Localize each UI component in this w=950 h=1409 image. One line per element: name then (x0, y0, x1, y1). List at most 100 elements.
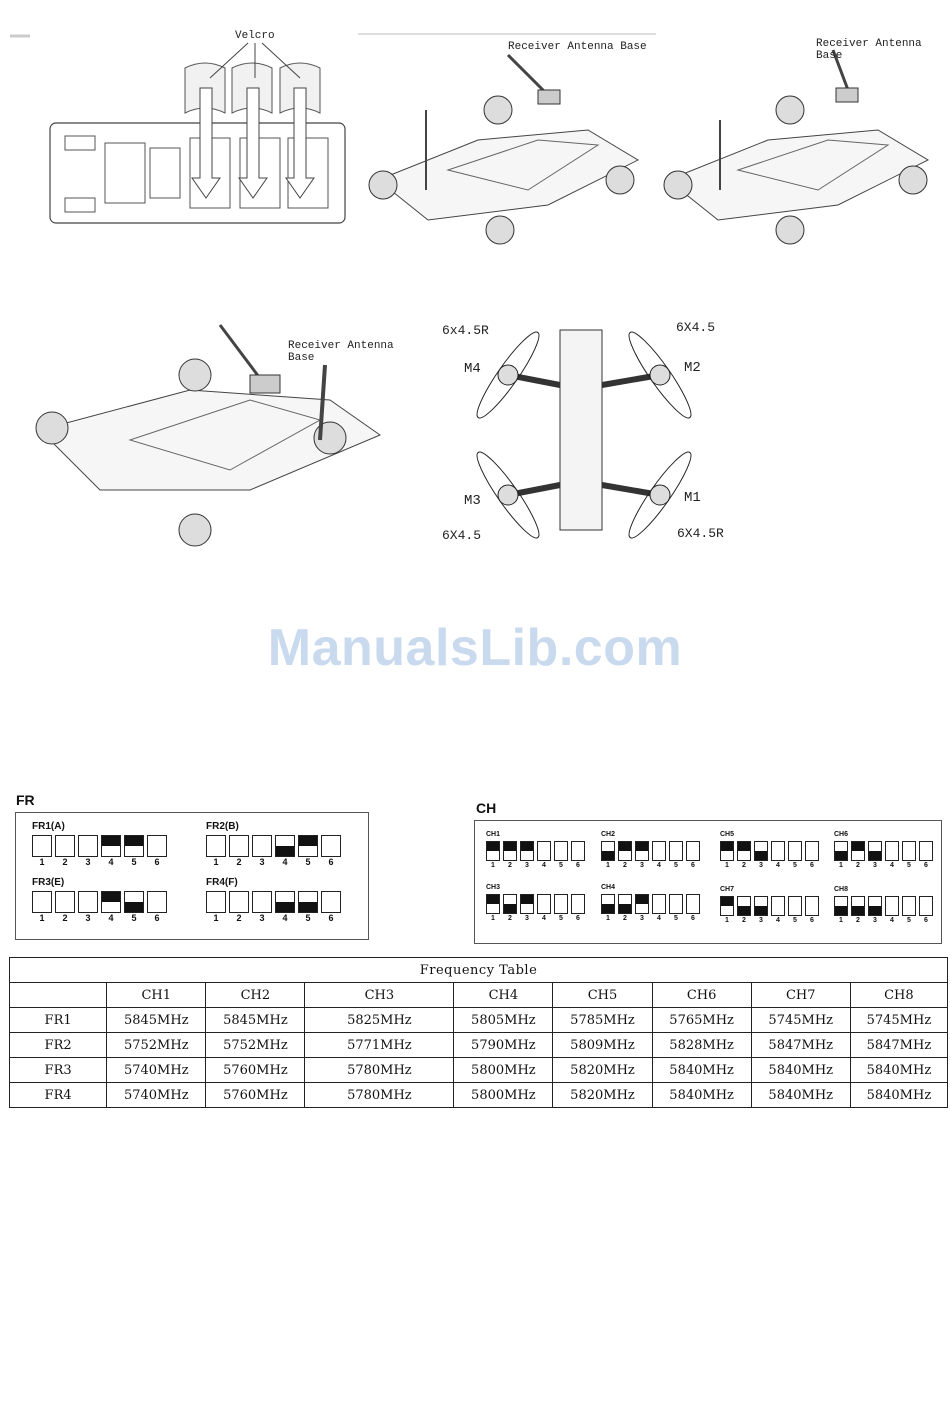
dip-switch-row (834, 841, 933, 861)
dip-group-title: CH5 (720, 831, 735, 838)
m3-label: M3 (464, 493, 481, 509)
frame-plate-drawing (10, 34, 346, 224)
dip-switch (635, 894, 649, 914)
dip-switch (252, 891, 272, 913)
dip-switch (537, 841, 551, 861)
dip-switch-row (206, 891, 341, 913)
dip-number: 6 (924, 862, 928, 869)
dip-switch (868, 896, 882, 916)
row-header-cell: FR3 (8, 1057, 108, 1083)
table-cell: 5780MHz (304, 1082, 455, 1108)
dip-switch (601, 841, 615, 861)
dip-switch (321, 835, 341, 857)
dip-switch (55, 835, 75, 857)
dip-switch (537, 894, 551, 914)
antenna-label-2: Receiver Antenna Base (816, 38, 922, 62)
dip-switch (669, 841, 683, 861)
dip-number: 4 (776, 917, 780, 924)
table-cell: 5809MHz (552, 1032, 653, 1058)
dip-number: 6 (810, 917, 814, 924)
dip-number: 4 (890, 917, 894, 924)
dip-switch (101, 891, 121, 913)
dip-switch-knob (755, 851, 767, 860)
table-cell: 5745MHz (750, 1007, 851, 1033)
dip-number: 2 (623, 862, 627, 869)
dip-switch-knob (738, 842, 750, 851)
velcro-label: Velcro (235, 30, 275, 42)
table-cell: 5840MHz (750, 1082, 851, 1108)
dip-number: 1 (39, 857, 45, 867)
dip-number: 2 (236, 913, 242, 923)
prop-layout-figure: 6x4.5R M4 6X4.5 M2 M3 6X4.5 M1 6X4.5R (430, 315, 740, 555)
dip-number: 4 (282, 857, 288, 867)
dip-number: 6 (154, 913, 160, 923)
table-header-cell: CH4 (453, 982, 554, 1008)
dip-switch-knob (504, 842, 516, 851)
table-cell: 5840MHz (849, 1082, 949, 1108)
dip-number: 3 (525, 862, 529, 869)
dip-number: 1 (725, 917, 729, 924)
dip-switch (78, 891, 98, 913)
m1-label: M1 (684, 490, 701, 506)
dip-number: 5 (131, 913, 137, 923)
dip-number: 4 (108, 913, 114, 923)
dip-number: 5 (907, 862, 911, 869)
dip-switch (720, 896, 734, 916)
table-cell: 5820MHz (552, 1057, 653, 1083)
antenna-label-1: Receiver Antenna Base (508, 41, 647, 53)
dip-switch (737, 896, 751, 916)
dip-switch (686, 894, 700, 914)
dip-number: 6 (328, 857, 334, 867)
dip-switch-row (720, 841, 819, 861)
table-cell: 5752MHz (205, 1032, 306, 1058)
dip-number: 5 (674, 915, 678, 922)
prop-layout-drawing (476, 329, 692, 539)
table-caption-row: Frequency Table (9, 957, 948, 983)
dip-number: 1 (491, 862, 495, 869)
table-cell: 5840MHz (651, 1082, 752, 1108)
table-cell: 5845MHz (205, 1007, 306, 1033)
dip-switch (206, 891, 226, 913)
dip-switch (252, 835, 272, 857)
dip-number: 1 (606, 862, 610, 869)
dip-number: 2 (508, 915, 512, 922)
table-header-cell: CH3 (304, 982, 455, 1008)
drone-drawing-3 (35, 324, 382, 547)
dip-switch-knob (299, 902, 317, 912)
table-cell: 5800MHz (453, 1057, 554, 1083)
dip-number: 3 (85, 857, 91, 867)
dip-group-title: CH4 (601, 884, 616, 891)
dip-switch-knob (869, 906, 881, 915)
dip-switch (229, 835, 249, 857)
table-cell: 5740MHz (106, 1057, 207, 1083)
row-header-cell: FR1 (8, 1007, 108, 1033)
dip-switch-knob (619, 842, 631, 851)
dip-number: 2 (623, 915, 627, 922)
dip-switch (571, 894, 585, 914)
antenna-label-3: Receiver Antenna Base (288, 340, 394, 364)
dip-switch (834, 841, 848, 861)
table-caption: Frequency Table (9, 957, 948, 983)
dip-switch-knob (602, 851, 614, 860)
dip-number: 6 (924, 917, 928, 924)
dip-switch-knob (755, 906, 767, 915)
dip-switch-row (486, 841, 585, 861)
table-cell: 5745MHz (849, 1007, 949, 1033)
drone-antenna-figure-2: Receiver Antenna Base (658, 30, 948, 250)
dip-switch (652, 894, 666, 914)
dip-number: 2 (856, 862, 860, 869)
dip-switch (754, 896, 768, 916)
dip-switch (601, 894, 615, 914)
m4-prop-label: 6x4.5R (442, 323, 489, 338)
dip-group-title: CH7 (720, 886, 735, 893)
dip-number: 5 (305, 857, 311, 867)
dip-number: 1 (606, 915, 610, 922)
dip-number: 4 (657, 915, 661, 922)
